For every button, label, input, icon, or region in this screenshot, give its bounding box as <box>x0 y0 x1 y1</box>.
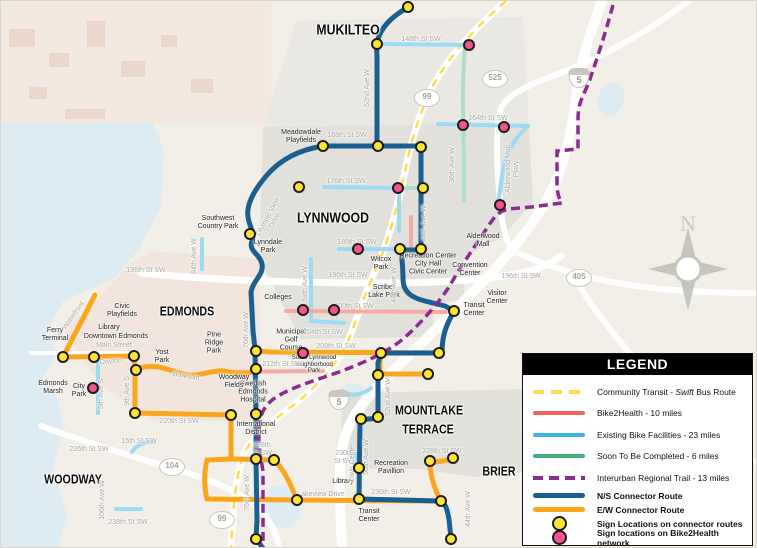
legend-item: Interurban Regional Trail - 13 miles <box>531 467 746 489</box>
connector-sign-location <box>448 305 460 317</box>
highway-99-shield: 99 <box>209 511 235 529</box>
interstate-5-shield: 5 <box>568 68 590 88</box>
legend-item: Sign locations on Bike2Health network <box>531 527 746 548</box>
connector-sign-location <box>394 243 406 255</box>
bike2health-sign-location <box>328 304 340 316</box>
connector-sign-location <box>250 453 262 465</box>
connector-sign-location <box>291 494 303 506</box>
legend-title: LEGEND <box>523 354 752 375</box>
highway-104-shield: 104 <box>159 458 185 476</box>
legend-item: Existing Bike Facilities - 23 miles <box>531 424 746 446</box>
legend-item: Bike2Health - 10 miles <box>531 403 746 425</box>
legend-swatch-line-orange <box>531 507 587 512</box>
legend-item-label: Community Transit - Swift Bus Route <box>597 386 736 397</box>
interurban-trail <box>257 4 615 547</box>
road-196th <box>137 252 565 287</box>
connector-sign-location <box>371 38 383 50</box>
connector-sign-location <box>250 533 262 545</box>
connector-sign-location <box>433 347 445 359</box>
connector-sign-location <box>268 454 280 466</box>
legend-swatch-line-green <box>531 454 587 459</box>
connector-sign-location <box>129 407 141 419</box>
connector-sign-location <box>57 351 69 363</box>
connector-sign-location <box>402 1 414 13</box>
compass-n-letter: N <box>680 211 696 236</box>
legend: LEGEND Community Transit - Swift Bus Rou… <box>522 353 753 548</box>
connector-sign-location <box>128 350 140 362</box>
legend-item: Soon To Be Completed - 6 miles <box>531 446 746 468</box>
connector-sign-location <box>435 495 447 507</box>
legend-item: N/S Connector Route <box>531 489 746 503</box>
connector-sign-location <box>375 347 387 359</box>
bike2health-sign-location <box>457 119 469 131</box>
legend-item-label: E/W Connector Route <box>597 504 685 515</box>
connector-sign-location <box>445 533 457 545</box>
highway-99-shield: 99 <box>414 89 440 107</box>
highway-525-shield: 525 <box>482 70 508 88</box>
connector-sign-location <box>422 368 434 380</box>
legend-item: E/W Connector Route <box>531 503 746 517</box>
bike2health-sign-location <box>494 199 506 211</box>
legend-swatch-line-navy <box>531 493 587 498</box>
connector-sign-location <box>415 141 427 153</box>
connector-sign-location <box>250 363 262 375</box>
connector-sign-location <box>130 364 142 376</box>
bike2health-sign-location <box>463 39 475 51</box>
bike2health-sign-location <box>297 347 309 359</box>
existing-bike-facilities-routes <box>96 42 530 511</box>
connector-sign-location <box>372 140 384 152</box>
connector-sign-location <box>250 408 262 420</box>
building-footprints <box>9 21 213 119</box>
connector-sign-location <box>317 140 329 152</box>
bike2health-sign-location <box>392 182 404 194</box>
connector-sign-location <box>250 345 262 357</box>
legend-swatch-dot-yellow <box>531 516 587 531</box>
connector-sign-location <box>353 493 365 505</box>
connector-sign-location <box>244 228 256 240</box>
connector-sign-location <box>353 462 365 474</box>
legend-swatch-line-lightblue <box>531 432 587 437</box>
compass-rose: N <box>648 211 728 311</box>
legend-item: Community Transit - Swift Bus Route <box>531 381 746 403</box>
connector-sign-location <box>355 413 367 425</box>
legend-item-label: Bike2Health - 10 miles <box>597 408 683 419</box>
legend-item-label: Soon To Be Completed - 6 miles <box>597 451 719 462</box>
road-i5 <box>334 1 607 547</box>
legend-swatch-line-red <box>531 411 587 416</box>
connector-sign-location <box>88 351 100 363</box>
legend-item-label: Sign Locations on connector routes <box>597 518 743 529</box>
legend-item-label: Interurban Regional Trail - 13 miles <box>597 472 730 483</box>
legend-swatch-dash-purple <box>531 475 587 480</box>
legend-item-label: N/S Connector Route <box>597 490 683 501</box>
connector-sign-location <box>415 243 427 255</box>
connector-sign-location <box>417 182 429 194</box>
connector-sign-location <box>424 455 436 467</box>
bike2health-sign-location <box>87 382 99 394</box>
bike2health-sign-location <box>297 304 309 316</box>
legend-item-label: Sign locations on Bike2Health network <box>597 527 719 548</box>
interstate-5-shield: 5 <box>328 390 350 410</box>
bike2health-sign-location <box>352 243 364 255</box>
legend-item-label: Existing Bike Facilities - 23 miles <box>597 429 721 440</box>
highway-405-shield: 405 <box>566 269 592 287</box>
puget-sound-water <box>1 123 164 547</box>
legend-swatch-dot-pink <box>531 530 587 545</box>
connector-sign-location <box>447 452 459 464</box>
connector-sign-location <box>293 181 305 193</box>
mlt-urban-area <box>341 389 561 477</box>
connector-sign-location <box>372 369 384 381</box>
connector-sign-location <box>225 409 237 421</box>
edmonds-urban-area <box>63 251 261 421</box>
road-i405-a <box>510 248 756 296</box>
bike2health-sign-location <box>498 121 510 133</box>
connector-sign-location <box>372 411 384 423</box>
legend-swatch-dash-yellow <box>531 389 587 394</box>
lake-hall <box>597 82 625 116</box>
